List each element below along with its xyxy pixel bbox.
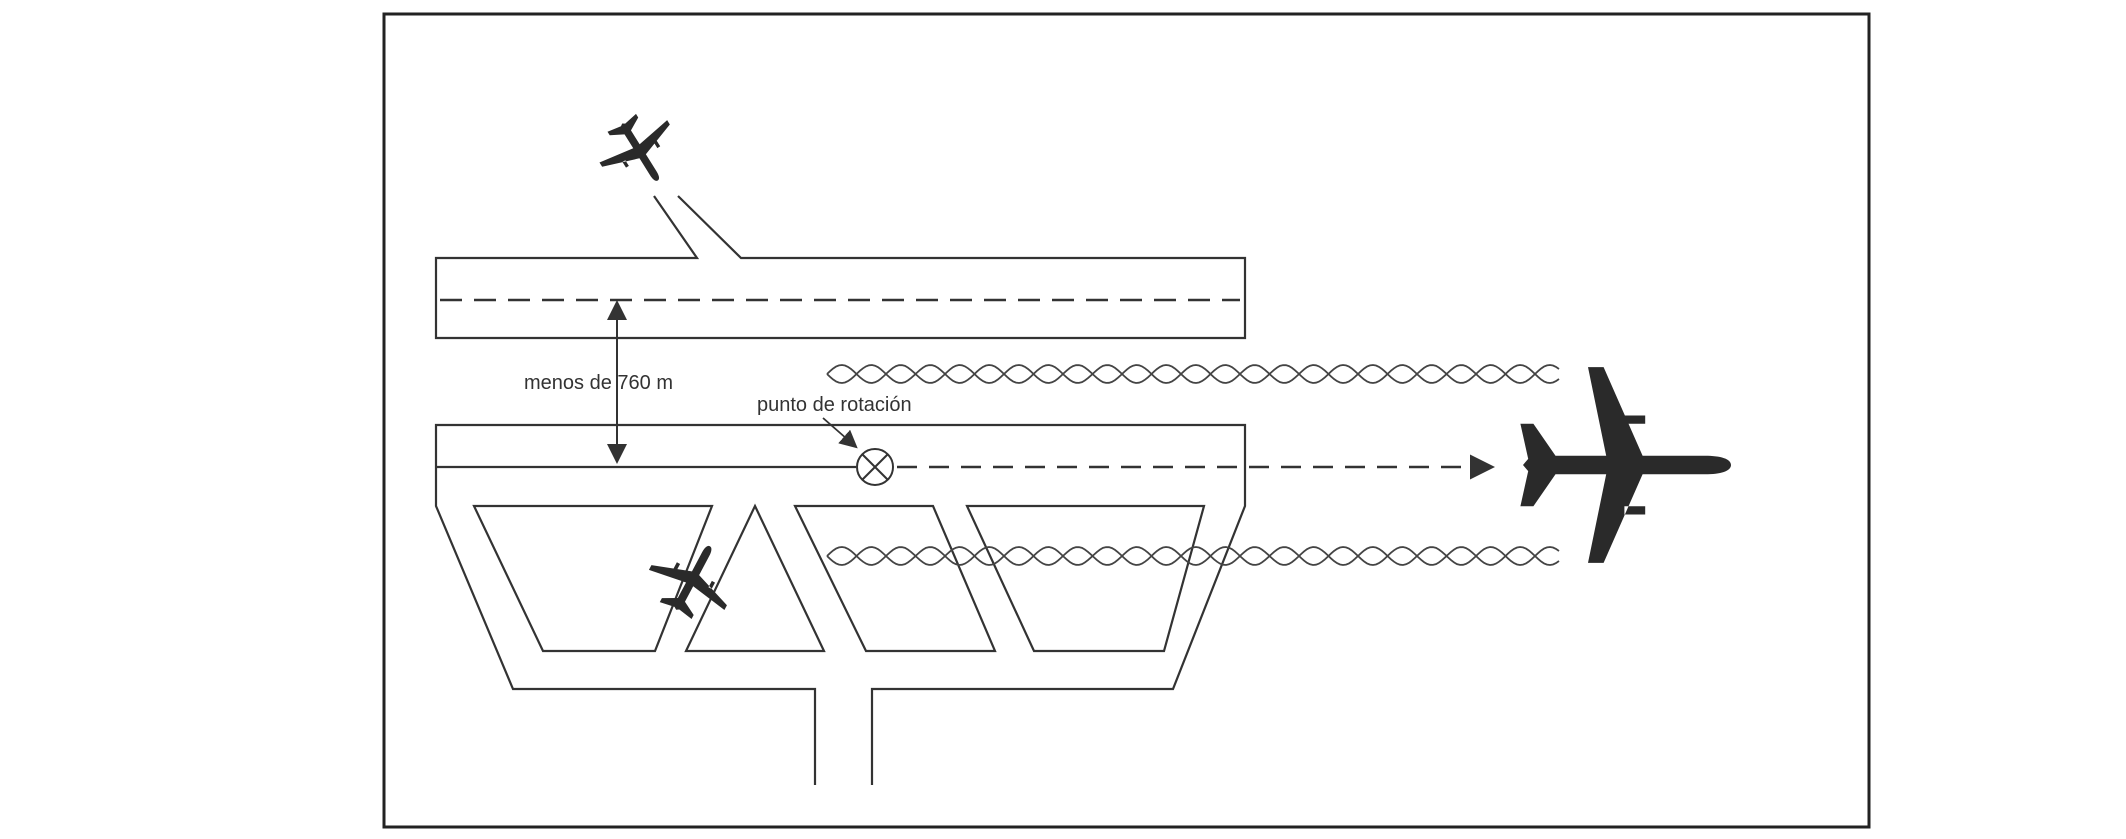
parallel-runway (434, 195, 1247, 340)
rotation-point-leader-arrow (822, 417, 858, 449)
rotation-point-icon (856, 448, 894, 486)
departure-runway-complex (434, 423, 1247, 785)
taxiway-island-1 (472, 504, 714, 653)
taxiway-island-3 (793, 504, 997, 653)
distance-label: menos de 760 m (524, 372, 673, 394)
taxiing-aircraft-icon (637, 526, 748, 631)
rotation-point-label: punto de rotación (757, 394, 912, 416)
landing-aircraft-icon (587, 101, 692, 202)
departing-aircraft-icon (1520, 367, 1731, 563)
upper-wake-vortex-strand-2 (826, 364, 1560, 384)
taxiway-island-4 (965, 504, 1206, 653)
upper-wake-vortex-strand-1 (826, 364, 1560, 384)
diagram-frame (382, 12, 1871, 829)
lower-wake-vortex-strand-1 (826, 546, 1560, 566)
taxiway-island-2 (684, 503, 826, 653)
wake-vortices (826, 364, 1560, 566)
lower-wake-vortex-strand-2 (826, 546, 1560, 566)
